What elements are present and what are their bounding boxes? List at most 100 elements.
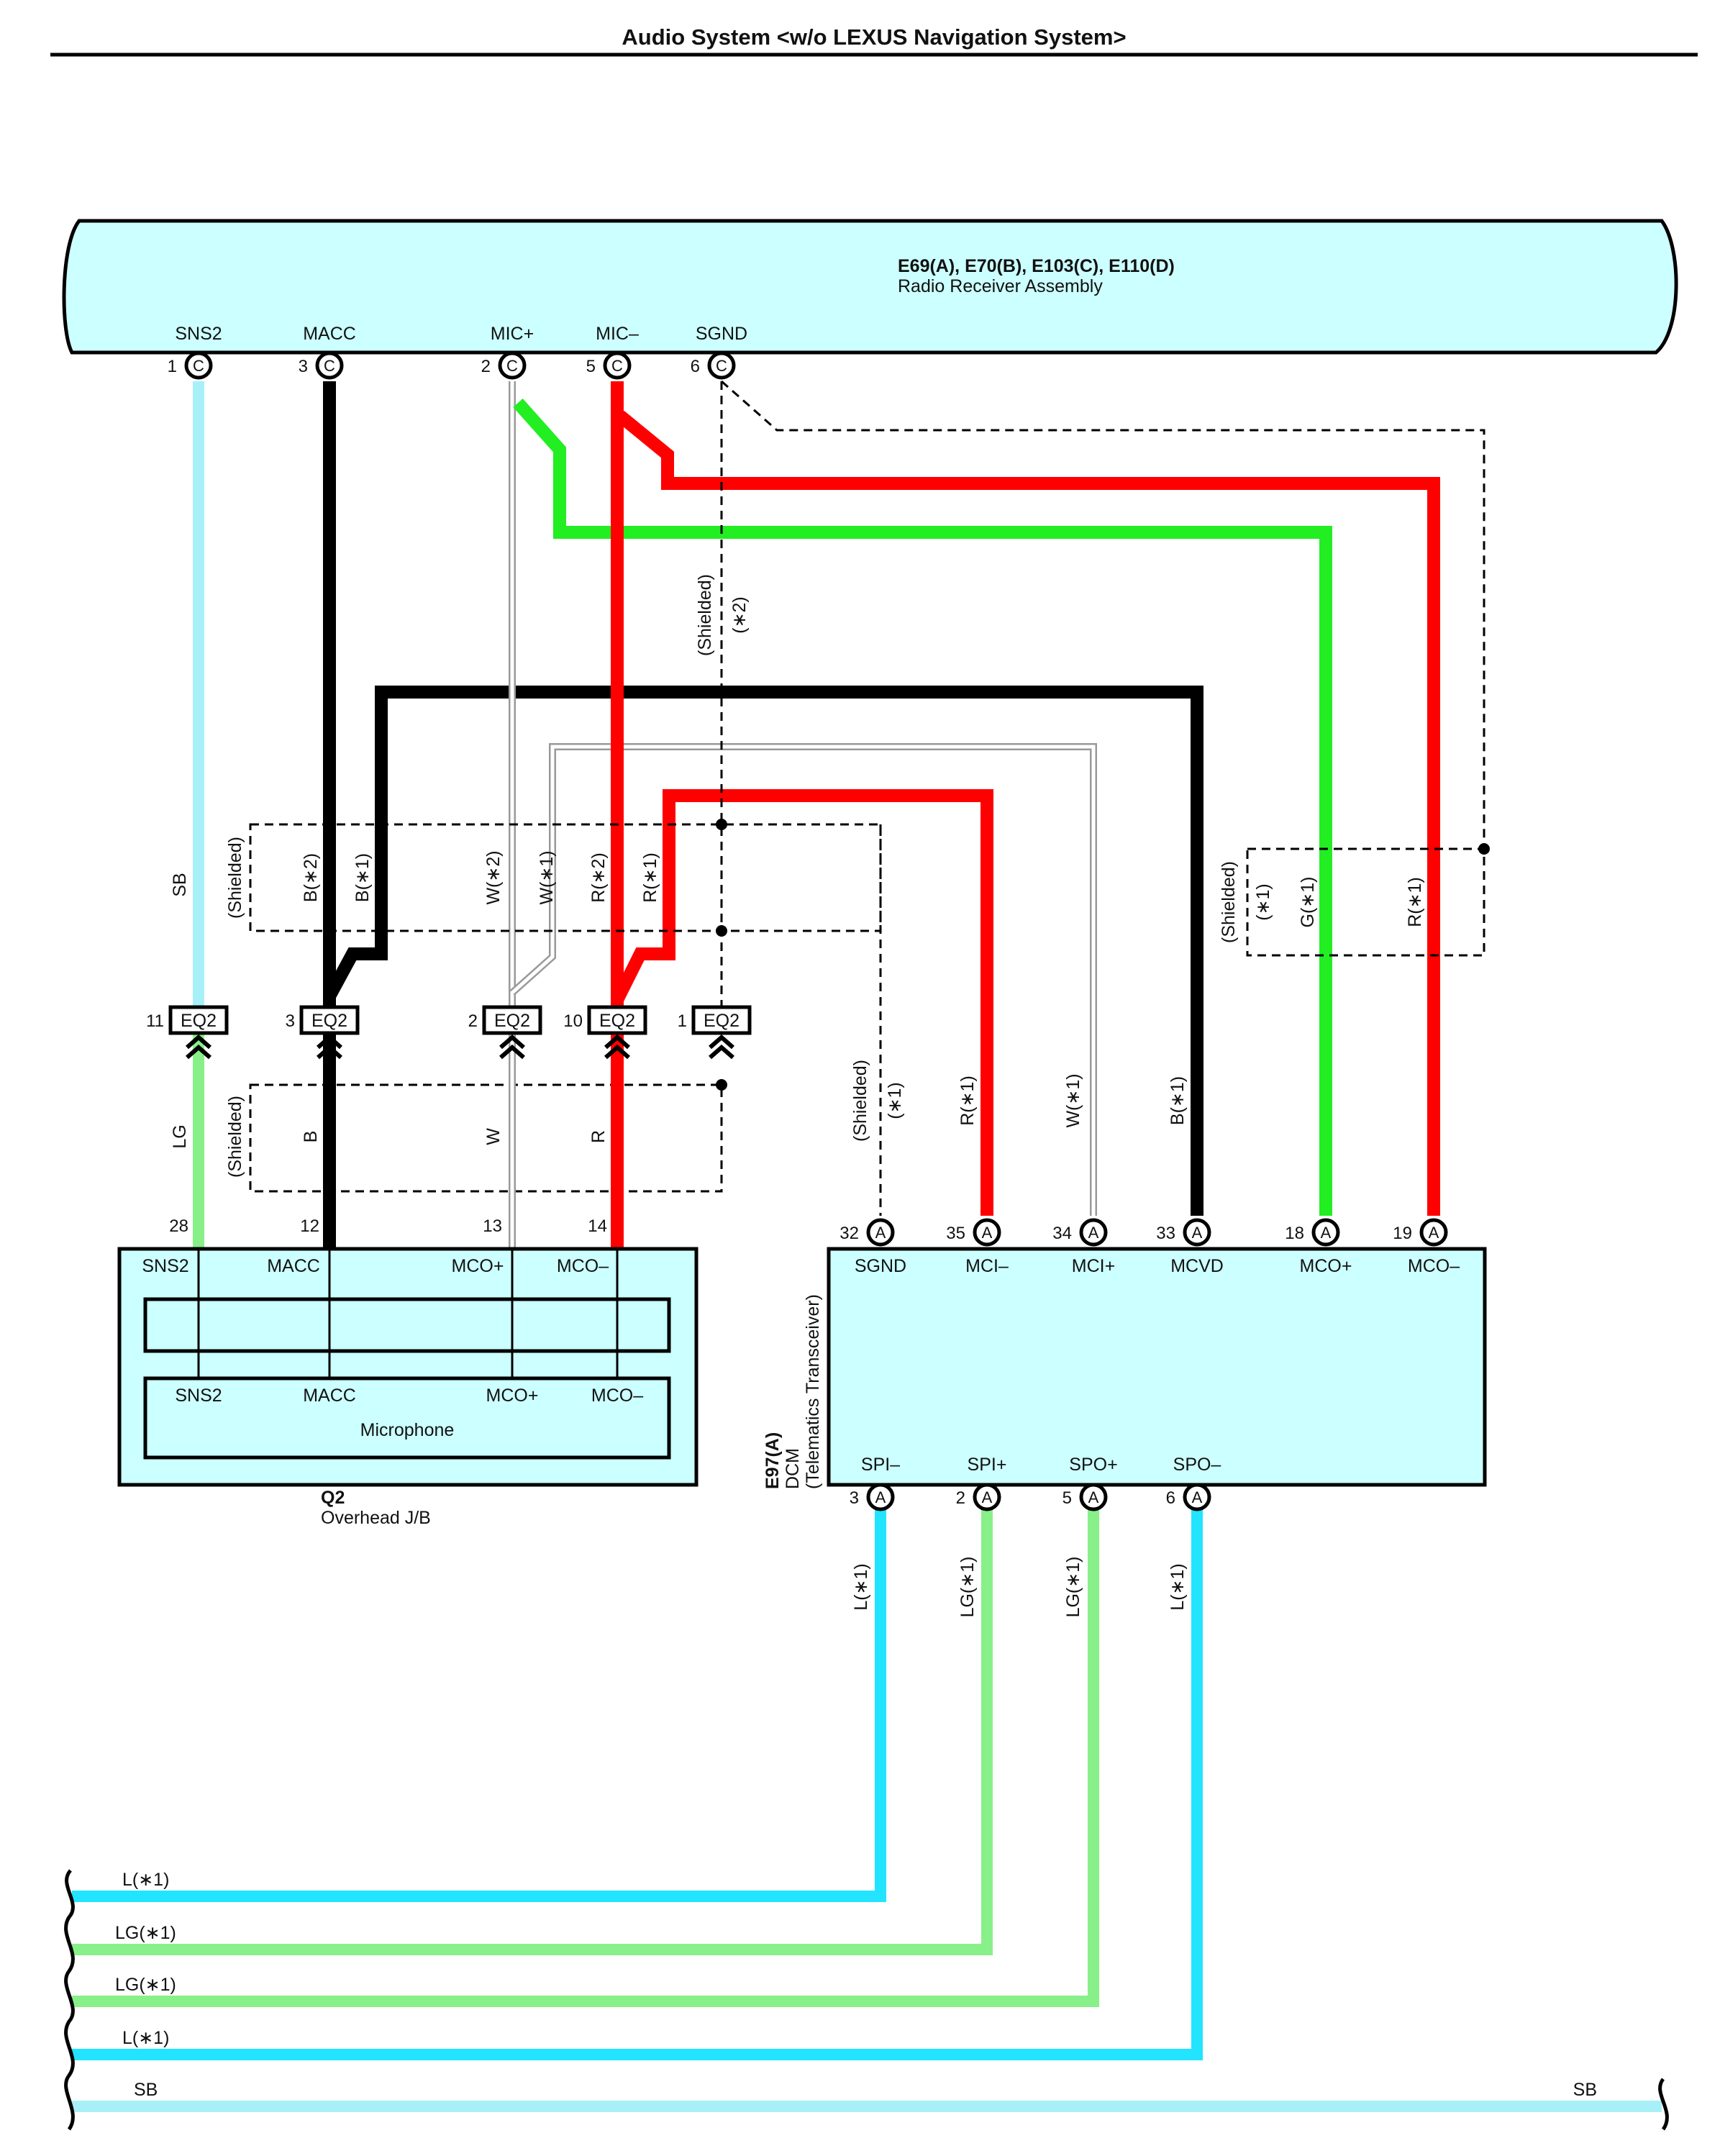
dcm-pin-label: SPO– (1173, 1455, 1221, 1475)
wire-spo-plus (72, 1492, 1099, 2007)
double-chevron-icon (317, 1034, 342, 1060)
dcm-name: DCM (783, 1448, 803, 1489)
dcm-pin-label: SPI+ (968, 1455, 1007, 1475)
bottom-wire-label: LG(∗1) (115, 1923, 176, 1943)
connector-code: EQ2 (599, 1011, 635, 1031)
radio-pin-5: 5 C (586, 351, 632, 380)
wire-g1-mco-plus (513, 399, 1332, 1216)
page-title: Audio System <w/o LEXUS Navigation Syste… (622, 24, 1126, 50)
break-mark-right (1658, 2078, 1669, 2131)
label-shielded: (Shielded) (225, 837, 245, 919)
radio-codes: E69(A), E70(B), E103(C), E110(D) (898, 256, 1175, 276)
radio-receiver-box (62, 219, 1678, 355)
radio-pin-label-mic-plus: MIC+ (491, 324, 534, 344)
oh-pin-label-mco-plus: MCO+ (452, 1256, 504, 1276)
pin-number: 2 (468, 1011, 478, 1031)
mic-label-mco-plus: MCO+ (486, 1386, 539, 1406)
mic-label-macc: MACC (303, 1386, 356, 1406)
oh-pin-number: 12 (300, 1216, 319, 1236)
dcm-pin-33: 33 A (1156, 1218, 1211, 1247)
overhead-inner-bar (143, 1297, 671, 1353)
radio-name: Radio Receiver Assembly (898, 276, 1103, 296)
bottom-wire-label: SB (134, 2080, 158, 2100)
label-shielded: (Shielded) (850, 1060, 870, 1142)
pin-number: 6 (1166, 1488, 1175, 1508)
eq2-connector-1: 1 EQ2 (678, 1005, 752, 1060)
pin-letter: A (875, 1224, 886, 1242)
wire-r1-mco-minus (616, 411, 1440, 1216)
label-shielded: (Shielded) (695, 574, 715, 656)
pin-number: 1 (678, 1011, 687, 1031)
pin-letter: A (1088, 1224, 1099, 1242)
label-l1: L(∗1) (1168, 1563, 1188, 1610)
pin-letter: C (193, 357, 204, 375)
pin-number: 32 (839, 1224, 859, 1243)
label-r2: R(∗2) (588, 852, 609, 903)
dcm-pin-label: MCVD (1170, 1256, 1224, 1276)
oh-pin-number: 13 (483, 1216, 502, 1236)
dcm-pin-label: MCI– (965, 1256, 1009, 1276)
shield-drain-right (721, 380, 1485, 849)
pin-number: 6 (691, 357, 700, 376)
label-l1: L(∗1) (851, 1563, 871, 1610)
pin-letter: C (324, 357, 335, 375)
pin-number: 18 (1285, 1224, 1304, 1243)
wire-spi-minus (72, 1492, 886, 1902)
dcm-pin-18: 18 A (1285, 1218, 1340, 1247)
junction-dot (716, 1079, 727, 1091)
label-b: B (301, 1131, 321, 1143)
dcm-pin-35: 35 A (946, 1218, 1001, 1247)
junction-dot (716, 925, 727, 937)
pin-letter: A (1429, 1224, 1439, 1242)
pin-letter: C (611, 357, 623, 375)
label-w1: W(∗1) (1063, 1073, 1083, 1127)
oh-pin-label-sns2: SNS2 (142, 1256, 188, 1276)
shield-box-right (1246, 847, 1485, 957)
pin-number: 10 (563, 1011, 583, 1031)
pin-number: 1 (168, 357, 177, 376)
dcm-pin-label: SPI– (861, 1455, 900, 1475)
label-star1: (∗1) (1253, 883, 1273, 921)
junction-dot (716, 819, 727, 830)
dcm-name2: (Telematics Transceiver) (803, 1294, 823, 1489)
label-lg1: LG(∗1) (957, 1557, 978, 1618)
double-chevron-icon (186, 1034, 211, 1060)
oh-pin-number: 28 (169, 1216, 188, 1236)
pin-letter: A (1321, 1224, 1332, 1242)
dcm-pin-2: 2 A (956, 1483, 1001, 1511)
label-w1: W(∗1) (537, 850, 557, 904)
label-shielded: (Shielded) (1219, 861, 1239, 943)
label-star2: (∗2) (729, 596, 750, 634)
pin-letter: A (875, 1488, 886, 1506)
pin-number: 34 (1052, 1224, 1072, 1243)
overhead-code: Q2 (321, 1488, 345, 1508)
pin-number: 33 (1156, 1224, 1175, 1243)
shield-box-lower (249, 1083, 723, 1193)
double-chevron-icon (709, 1034, 734, 1060)
dcm-pin-label: SGND (855, 1256, 906, 1276)
dcm-pin-32: 32 A (839, 1218, 895, 1247)
dcm-box (827, 1247, 1487, 1487)
mic-label-sns2: SNS2 (175, 1386, 222, 1406)
eq2-connector-3: 3 EQ2 (286, 1005, 360, 1060)
dcm-pin-label: MCI+ (1072, 1256, 1115, 1276)
dcm-pin-label: MCO+ (1300, 1256, 1352, 1276)
microphone-label: Microphone (360, 1420, 455, 1440)
label-sb: SB (170, 873, 190, 896)
dcm-pin-label: MCO– (1408, 1256, 1460, 1276)
pin-letter: A (982, 1488, 993, 1506)
label-g1: G(∗1) (1298, 877, 1318, 928)
pin-letter: C (506, 357, 518, 375)
bottom-right-label: SB (1573, 2080, 1597, 2100)
eq2-connector-2: 2 EQ2 (468, 1005, 542, 1060)
label-b1: B(∗1) (352, 853, 373, 902)
eq2-connector-11: 11 EQ2 (146, 1005, 229, 1060)
label-r: R (588, 1130, 609, 1143)
pin-number: 3 (850, 1488, 859, 1508)
oh-pin-number: 14 (588, 1216, 607, 1236)
wire-r1-mci-minus (611, 789, 993, 1216)
shield-box-upper (249, 823, 882, 932)
pin-letter: A (1192, 1224, 1203, 1242)
radio-pin-6: 6 C (691, 351, 736, 380)
